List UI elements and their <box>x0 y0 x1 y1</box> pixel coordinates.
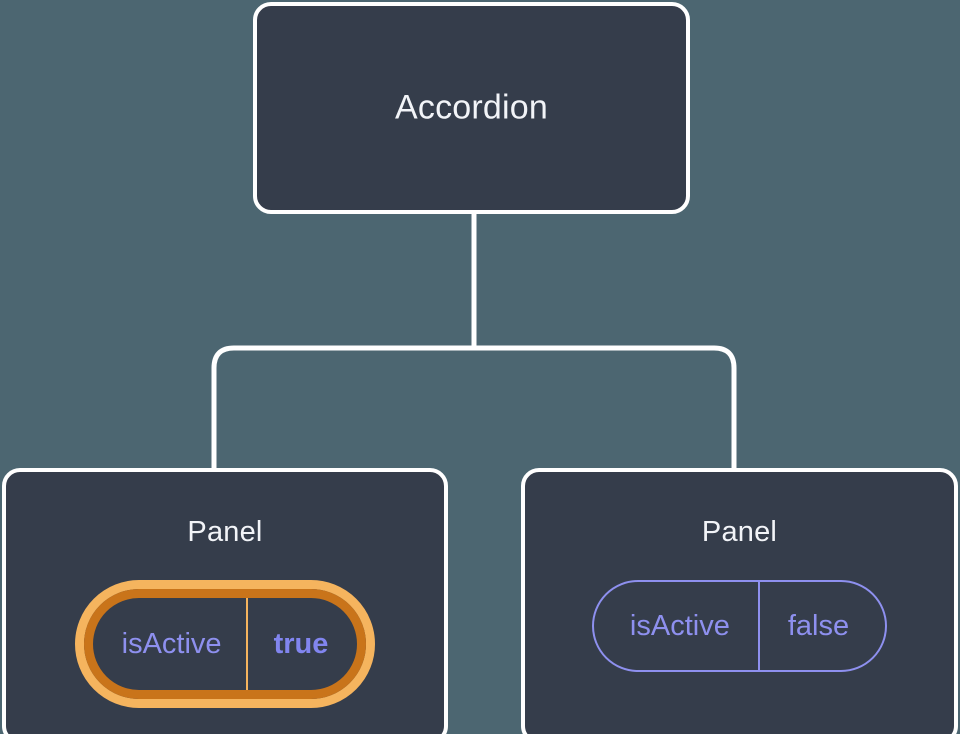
prop-pill-container: isActive true <box>6 580 444 708</box>
prop-pill-highlighted[interactable]: isActive true <box>74 580 376 708</box>
node-title: Panel <box>701 516 778 548</box>
connector-child-bus <box>211 345 737 472</box>
tree-node-panel-active[interactable]: Panel isActive true <box>2 468 448 734</box>
node-title: Accordion <box>395 88 548 127</box>
prop-value: true <box>245 589 367 699</box>
prop-value: false <box>757 582 885 670</box>
node-title: Panel <box>187 516 263 548</box>
tree-node-accordion[interactable]: Accordion <box>253 2 690 214</box>
tree-node-panel-inactive[interactable]: Panel isActive false <box>521 468 958 734</box>
prop-pill-container: isActive false <box>525 580 954 672</box>
prop-key: isActive <box>629 609 730 642</box>
prop-key: isActive <box>121 627 222 660</box>
prop-pill[interactable]: isActive false <box>591 580 888 672</box>
